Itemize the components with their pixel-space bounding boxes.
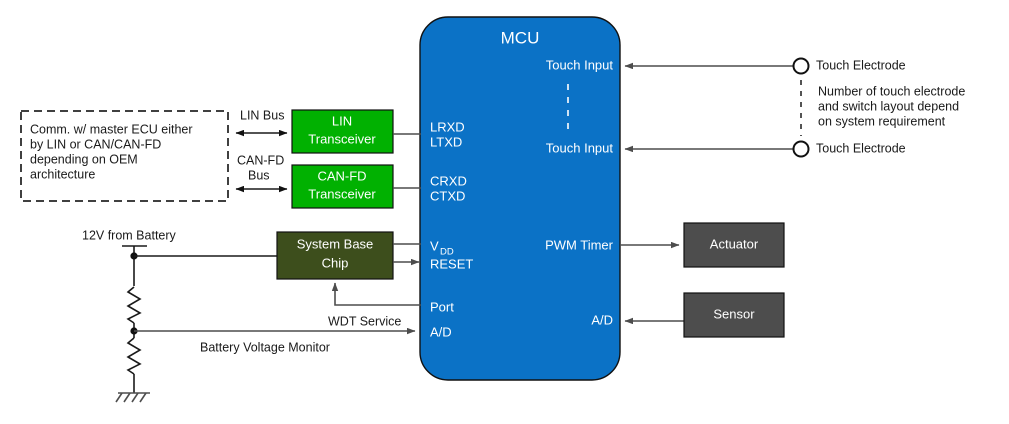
mcu-pin-vdd-subscript: DD	[440, 247, 454, 258]
system-base-chip-label-2: Chip	[322, 255, 349, 270]
canfd-transceiver-label-2: Transceiver	[308, 186, 376, 201]
mcu-pin-ltxd: LTXD	[430, 134, 462, 149]
mcu-pin-reset: RESET	[430, 256, 473, 271]
touch-note-line-2: and switch layout depend	[818, 99, 959, 113]
mcu-pin-touch-input-1: Touch Input	[546, 57, 614, 72]
mcu-pin-crxd: CRXD	[430, 173, 467, 188]
ecu-note-line-3: depending on OEM	[30, 152, 138, 166]
mcu-pin-port: Port	[430, 299, 454, 314]
lin-bus-label: LIN Bus	[240, 108, 284, 122]
touch-electrode-bottom-icon[interactable]	[792, 140, 810, 158]
sensor-block[interactable]	[683, 292, 785, 338]
system-base-chip-block[interactable]	[276, 231, 394, 280]
mcu-pin-vdd-base: V	[430, 238, 439, 253]
touch-note-line-3: on system requirement	[818, 114, 946, 128]
mcu-pin-vdd: V DD	[430, 238, 454, 257]
mcu-pin-pwm-timer: PWM Timer	[545, 237, 614, 252]
mcu-pin-ad-right: A/D	[591, 312, 613, 327]
battery-voltage-monitor-label: Battery Voltage Monitor	[200, 340, 330, 354]
lin-transceiver-block[interactable]	[291, 109, 394, 154]
resistor-upper	[126, 286, 142, 324]
ecu-note-line-1: Comm. w/ master ECU either	[30, 122, 193, 136]
mcu-title: MCU	[501, 28, 540, 47]
actuator-block[interactable]	[683, 222, 785, 268]
canfd-transceiver-label-1: CAN-FD	[317, 168, 366, 183]
mcu-block[interactable]	[419, 16, 621, 381]
ground-icon	[115, 392, 150, 403]
canfd-transceiver-block[interactable]	[291, 164, 394, 209]
mcu-pin-ctxd: CTXD	[430, 188, 465, 203]
touch-electrode-top-label: Touch Electrode	[816, 58, 906, 72]
mcu-pin-ad-left: A/D	[430, 324, 452, 339]
lin-transceiver-label-2: Transceiver	[308, 131, 376, 146]
touch-note-line-1: Number of touch electrode	[818, 84, 965, 98]
wdt-service-label: WDT Service	[328, 314, 401, 328]
canfd-bus-label-line1: CAN-FD	[237, 153, 284, 167]
battery-source-label: 12V from Battery	[82, 228, 177, 242]
lin-transceiver-label-1: LIN	[332, 113, 352, 128]
system-base-chip-label-1: System Base	[297, 236, 374, 251]
mcu-pin-lrxd: LRXD	[430, 119, 465, 134]
canfd-bus-label-line2: Bus	[248, 168, 270, 182]
ecu-note-box	[20, 110, 229, 202]
ecu-note-line-4: architecture	[30, 167, 95, 181]
actuator-label: Actuator	[710, 236, 759, 251]
wdt-service-wire	[331, 282, 421, 306]
resistor-lower	[126, 337, 142, 375]
mcu-pin-touch-input-2: Touch Input	[546, 140, 614, 155]
touch-electrode-top-icon[interactable]	[792, 57, 810, 75]
ecu-note-line-2: by LIN or CAN/CAN-FD	[30, 137, 161, 151]
sensor-label: Sensor	[713, 306, 755, 321]
touch-electrode-bottom-label: Touch Electrode	[816, 141, 906, 155]
